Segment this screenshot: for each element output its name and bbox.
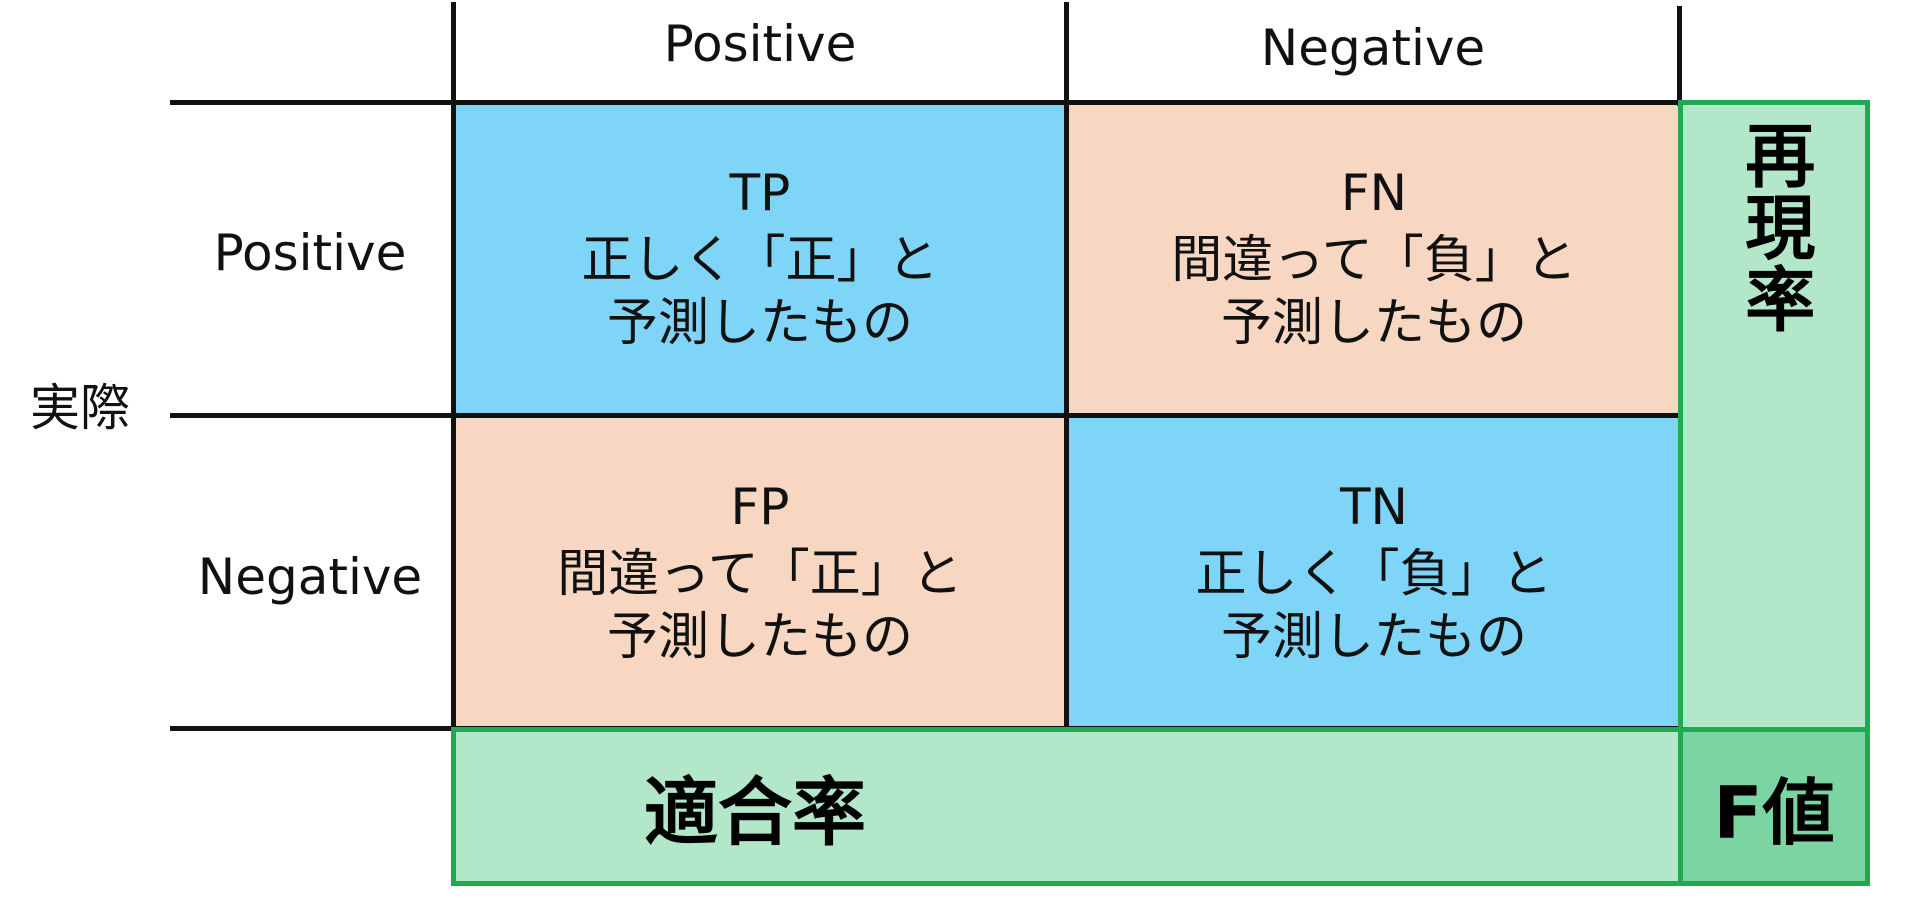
row-header-positive: Positive <box>213 224 407 282</box>
cell-false-negative-desc: 間違って「負」と 予測したもの <box>1171 231 1577 353</box>
grid-line-right <box>1677 6 1682 106</box>
row-axis-label: 実際 <box>30 379 130 437</box>
cell-true-positive-code: TP <box>729 164 791 223</box>
row-header-negative: Negative <box>197 548 423 606</box>
cell-true-negative-desc: 正しく「負」と 予測したもの <box>1195 545 1553 667</box>
cell-true-negative-code: TN <box>1340 478 1408 537</box>
cell-false-positive: FP 間違って「正」と 予測したもの <box>455 418 1065 728</box>
f-value-label: F値 <box>1713 771 1835 855</box>
grid-line-center <box>1064 2 1069 729</box>
cell-true-negative: TN 正しく「負」と 予測したもの <box>1068 418 1680 728</box>
precision-label: 適合率 <box>644 770 866 856</box>
column-header-positive: Positive <box>663 15 857 73</box>
grid-line-left <box>451 2 456 729</box>
cell-true-positive: TP 正しく「正」と 予測したもの <box>455 104 1065 414</box>
cell-true-positive-desc: 正しく「正」と 予測したもの <box>581 231 939 353</box>
recall-label: 再現率 <box>1733 119 1816 335</box>
column-header-negative: Negative <box>1260 19 1486 77</box>
grid-line-middle <box>170 413 1682 418</box>
precision-box: 適合率 <box>451 727 1683 886</box>
f-value-box: F値 <box>1678 727 1870 886</box>
grid-line-top <box>170 100 1682 105</box>
cell-false-positive-code: FP <box>730 478 790 537</box>
cell-false-negative-code: FN <box>1340 164 1408 223</box>
cell-false-negative: FN 間違って「負」と 予測したもの <box>1068 104 1680 414</box>
cell-false-positive-desc: 間違って「正」と 予測したもの <box>557 545 963 667</box>
recall-box: 再現率 <box>1678 100 1870 732</box>
